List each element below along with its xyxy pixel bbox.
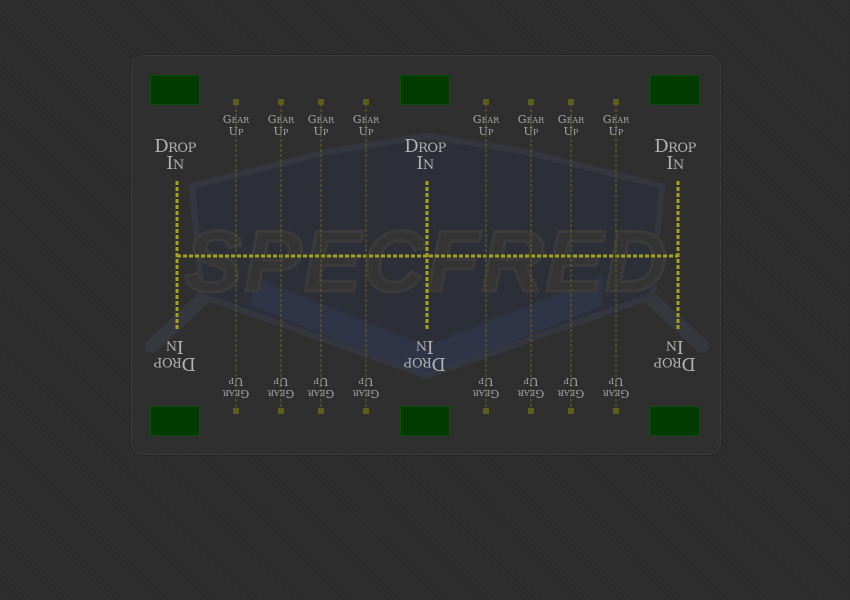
drop-in-label-flipped: Drop In (404, 336, 446, 375)
gear-up-label-flipped: Gear Up (352, 375, 380, 401)
gear-up-label-flipped: Gear Up (267, 375, 295, 401)
gear-up-label: Gear Up (557, 113, 585, 138)
slot-top-right[interactable] (650, 75, 700, 105)
track-layer (175, 99, 680, 414)
drop-in-label: Drop In (654, 136, 696, 175)
drop-in-label: Drop In (154, 136, 196, 175)
game-board: SPECFRED (131, 55, 721, 455)
slot-top-center[interactable] (400, 75, 450, 105)
gear-up-label-flipped: Gear Up (602, 375, 630, 401)
drop-in-label: Drop In (404, 136, 446, 175)
gear-up-label: Gear Up (602, 113, 630, 138)
gear-up-label: Gear Up (352, 113, 380, 138)
gear-up-label: Gear Up (517, 113, 545, 138)
slot-top-left[interactable] (150, 75, 200, 105)
drop-in-label-flipped: Drop In (654, 336, 696, 375)
gear-up-label: Gear Up (472, 113, 500, 138)
drop-in-label-flipped: Drop In (154, 336, 196, 375)
gear-up-label: Gear Up (307, 113, 335, 138)
gear-up-label: Gear Up (222, 113, 250, 138)
slot-bottom-right[interactable] (650, 406, 700, 436)
slot-bottom-center[interactable] (400, 406, 450, 436)
gear-up-label-flipped: Gear Up (557, 375, 585, 401)
gear-up-label-flipped: Gear Up (222, 375, 250, 401)
gear-up-label-flipped: Gear Up (307, 375, 335, 401)
gear-up-label-flipped: Gear Up (472, 375, 500, 401)
gear-up-label-flipped: Gear Up (517, 375, 545, 401)
gear-up-label: Gear Up (267, 113, 295, 138)
slot-bottom-left[interactable] (150, 406, 200, 436)
